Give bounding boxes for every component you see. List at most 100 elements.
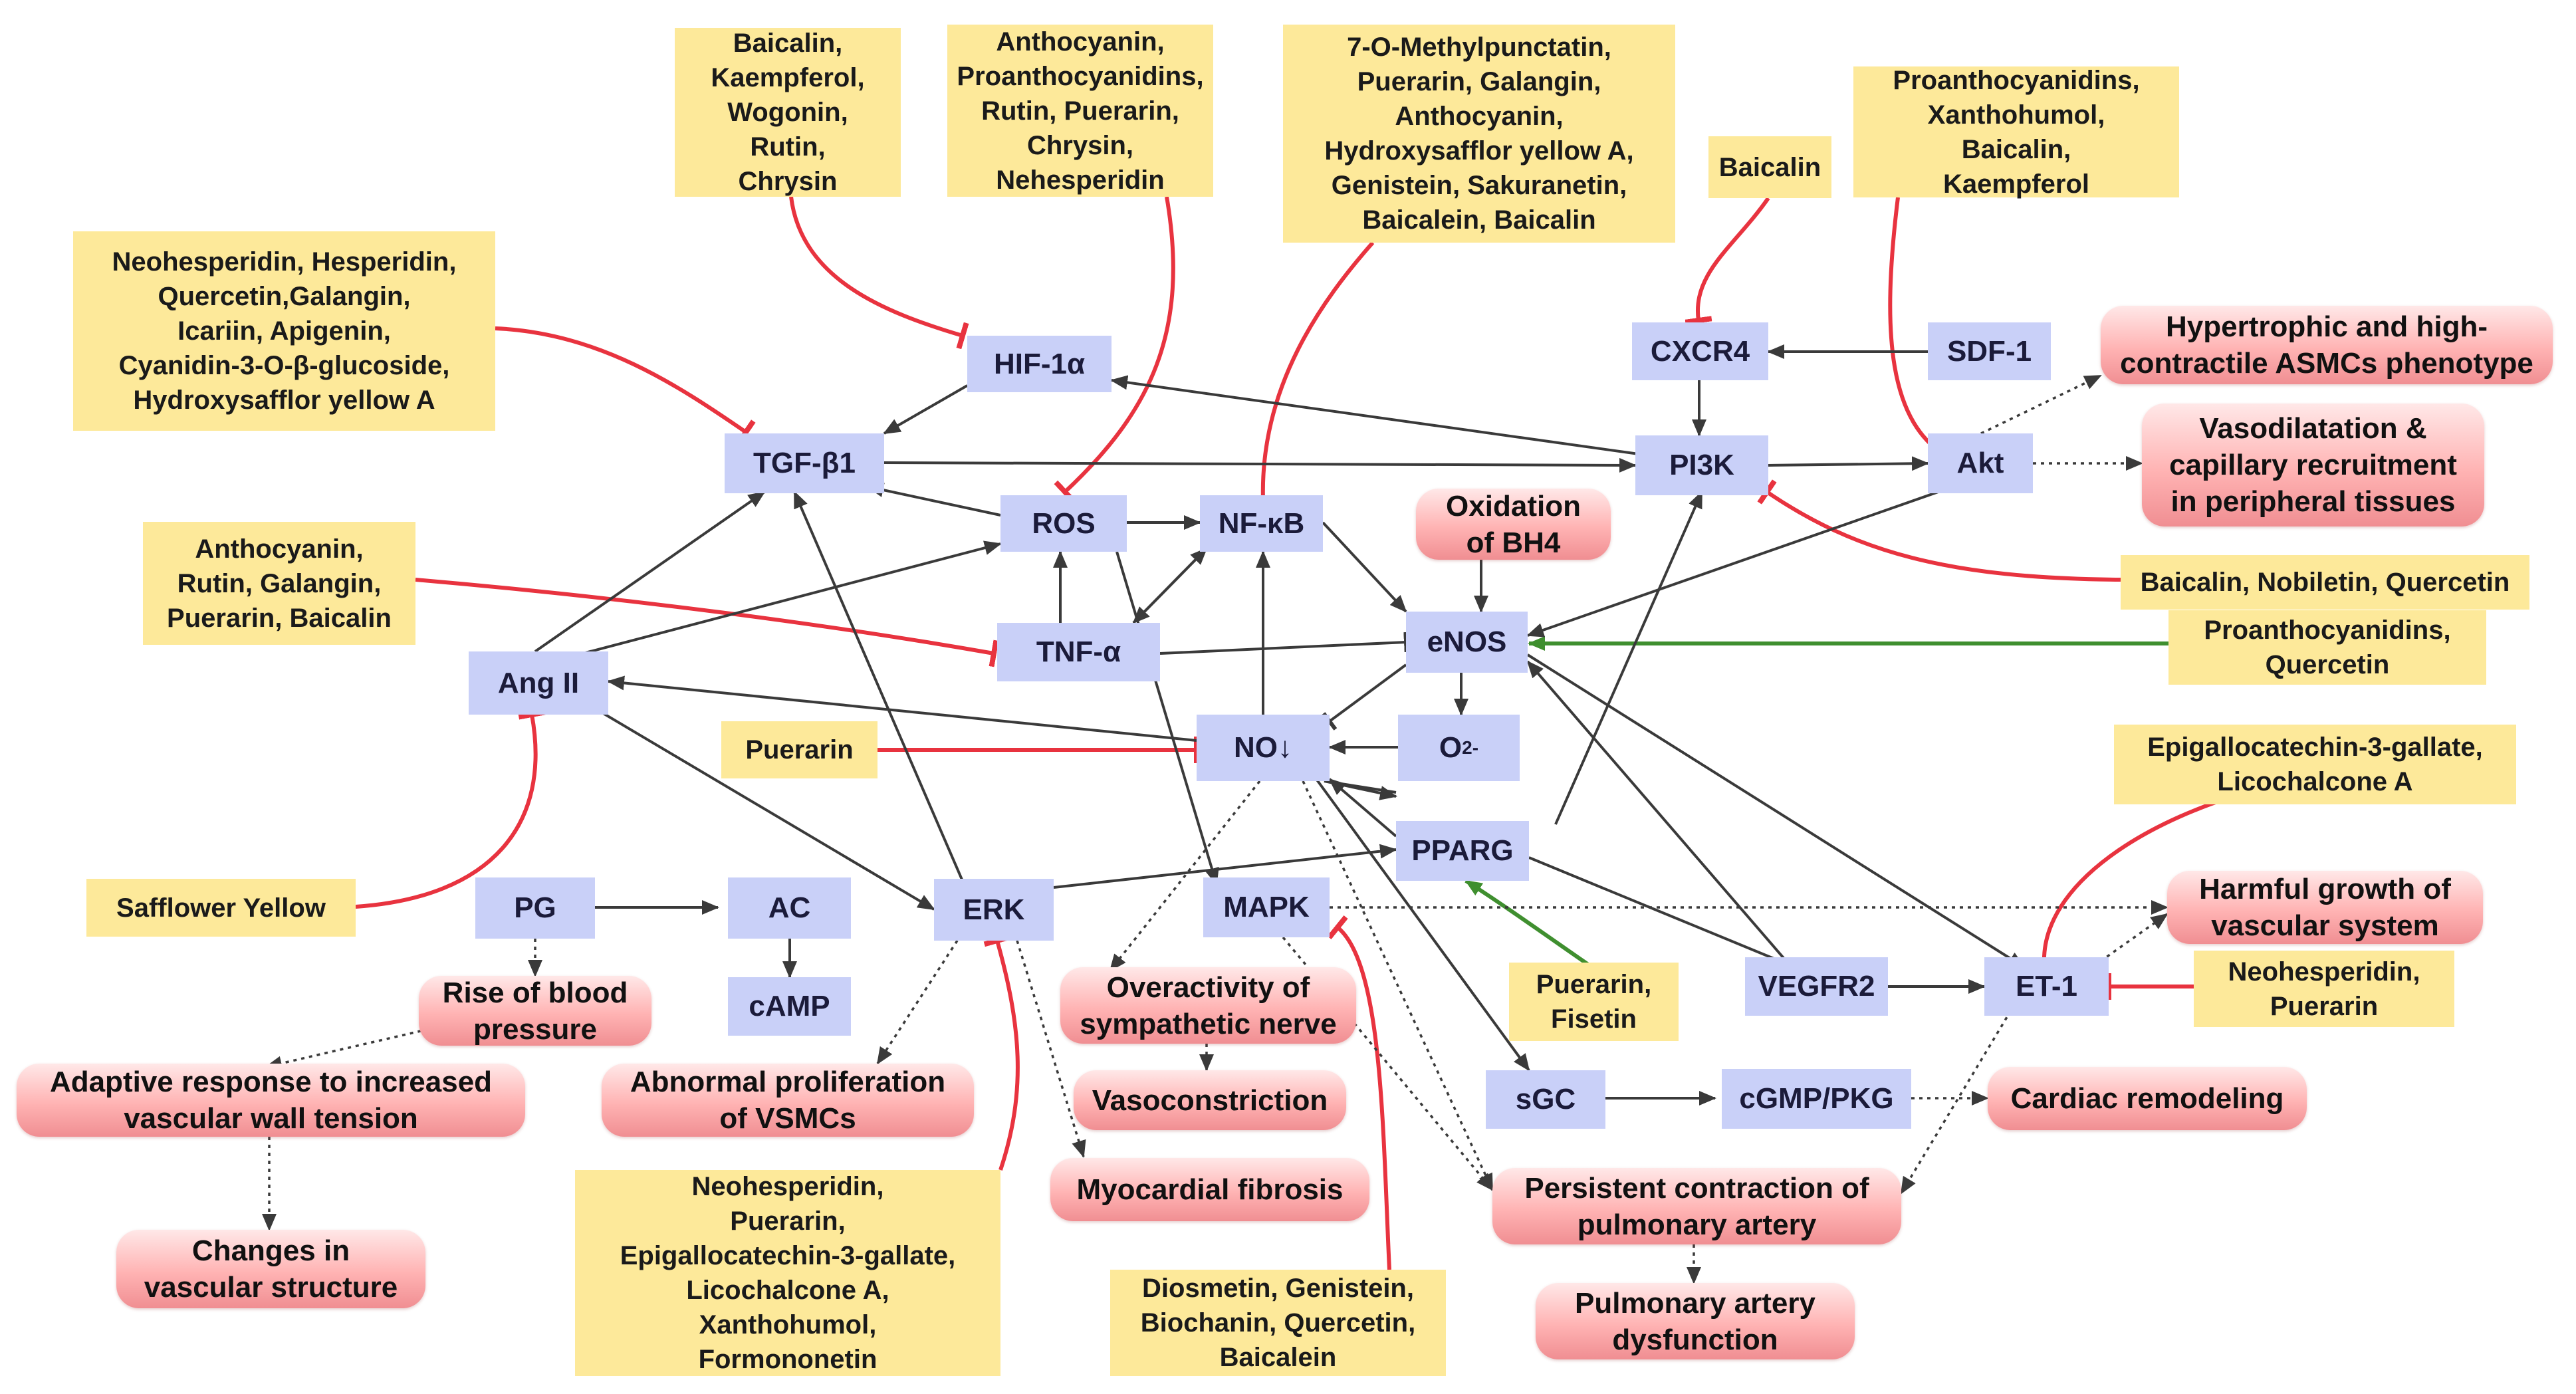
edge-m-pi3k-to-pi3k — [1757, 479, 2121, 582]
edge-m-tnf-to-tnf — [415, 578, 999, 667]
edge-ros-to-tgf — [866, 483, 1001, 517]
node-akt-label: Akt — [1956, 447, 2004, 479]
edge-nfkb-to-tnf — [1132, 547, 1208, 624]
node-no-label: NO↓ — [1234, 731, 1292, 764]
node-cxcr4: CXCR4 — [1632, 322, 1768, 380]
promotion-edges — [1464, 636, 2168, 969]
node-pg-label: PG — [514, 891, 556, 924]
outcome-cardiac-label: Cardiac remodeling — [2010, 1082, 2284, 1115]
molecule-list-tnf: Anthocyanin, Rutin, Galangin, Puerarin, … — [167, 534, 392, 633]
node-sdf-1-label: SDF-1 — [1946, 334, 2032, 368]
edge-erk-to-tgf — [793, 491, 965, 885]
edge-erk-to-prolif — [876, 940, 959, 1065]
outcome-prolif: Abnormal proliferation of VSMCs — [602, 1064, 974, 1137]
node-nf-kb: NF-κB — [1200, 495, 1323, 552]
edge-et1-to-pcpa — [1900, 1010, 2012, 1195]
edge-m-tgf-to-tgf — [495, 326, 756, 445]
edge-enos-to-no — [1322, 663, 1407, 731]
outcome-pad: Pulmonary artery dysfunction — [1536, 1283, 1855, 1359]
node-vegfr2: VEGFR2 — [1745, 957, 1888, 1016]
molecule-list-ros: Anthocyanin, Proanthocyanidins, Rutin, P… — [957, 27, 1204, 195]
molecule-box-tnf: Anthocyanin, Rutin, Galangin, Puerarin, … — [143, 522, 415, 645]
edge-hif-to-tgf — [883, 384, 968, 435]
molecule-box-enos: Proanthocyanidins, Quercetin — [2168, 610, 2486, 685]
edge-vegfr2-to-enos — [1526, 660, 1793, 969]
molecule-list-et1: Neohesperidin, Puerarin — [2228, 957, 2420, 1021]
outcome-vstruct: Changes in vascular structure — [116, 1230, 425, 1308]
edge-angii-to-tgf — [534, 491, 766, 653]
edge-tnf-to-enos — [1159, 632, 1409, 655]
node-hif-1a-label: HIF-1α — [993, 347, 1086, 380]
node-tgf-b1-label: TGF-β1 — [753, 447, 856, 479]
outcome-symp-label: Overactivity of sympathetic nerve — [1080, 971, 1337, 1040]
node-sgc-label: sGC — [1515, 1083, 1576, 1115]
edge-pparg-to-pi3k — [1554, 491, 1703, 825]
outcome-vstruct-label: Changes in vascular structure — [144, 1234, 398, 1304]
molecule-list-angii: Safflower Yellow — [116, 893, 326, 923]
node-ros-label: ROS — [1032, 507, 1096, 540]
molecule-list-pi3k: Baicalin, Nobiletin, Quercetin — [2140, 568, 2510, 597]
edge-m-mapk-to-mapk — [1327, 915, 1391, 1270]
edge-no-to-sgc — [1312, 773, 1530, 1072]
edge-tgf-to-pi3k — [883, 457, 1637, 473]
node-o2-superscript: 2- — [1462, 737, 1479, 758]
molecule-box-ros: Anthocyanin, Proanthocyanidins, Rutin, P… — [947, 25, 1213, 197]
node-pg: PG — [475, 877, 595, 939]
node-tgf-b1: TGF-β1 — [725, 433, 884, 493]
edge-akt-to-enos — [1526, 487, 1948, 638]
edge-enos-to-et1 — [1526, 653, 2026, 969]
outcome-vasocon: Vasoconstriction — [1074, 1070, 1346, 1130]
outcome-asmc: Hypertrophic and high- contractile ASMCs… — [2101, 306, 2553, 384]
node-cgmp-pkg: cGMP/PKG — [1722, 1069, 1911, 1129]
node-cxcr4-label: CXCR4 — [1650, 334, 1750, 368]
outcome-adaptive: Adaptive response to increased vascular … — [17, 1064, 525, 1137]
node-camp-label: cAMP — [749, 990, 830, 1022]
node-pi3k-label: PI3K — [1669, 449, 1734, 481]
node-no: NO↓ — [1197, 715, 1330, 781]
node-enos-label: eNOS — [1427, 626, 1507, 658]
molecule-list-no: Puerarin — [745, 735, 854, 764]
edge-m-pparg-to-pparg — [1464, 879, 1593, 969]
node-pparg: PPARG — [1396, 821, 1529, 881]
outcome-prolif-label: Abnormal proliferation of VSMCs — [630, 1066, 946, 1135]
outcome-pad-label: Pulmonary artery dysfunction — [1575, 1286, 1815, 1356]
edge-m-angii-to-angii — [355, 709, 546, 909]
outcome-vasodil-label: Vasodilatation & capillary recruitment i… — [2169, 412, 2457, 518]
node-sgc: sGC — [1486, 1070, 1605, 1129]
outcome-bp: Rise of blood pressure — [419, 976, 651, 1046]
molecule-list-et1-top: Epigallocatechin-3-gallate, Licochalcone… — [2147, 733, 2483, 796]
outcome-myo: Myocardial fibrosis — [1050, 1158, 1369, 1221]
edge-m-cxcr4-to-cxcr4 — [1685, 197, 1770, 325]
edge-pparg-to-no — [1328, 778, 1397, 838]
node-hif-1a: HIF-1α — [967, 336, 1112, 392]
edge-m-ros-to-ros — [1054, 196, 1175, 504]
edge-mapk-to-pcpa — [1282, 936, 1494, 1191]
molecule-box-nfkb: 7-O-Methylpunctatin, Puerarin, Galangin,… — [1283, 25, 1675, 243]
outcome-pcpa: Persistent contraction of pulmonary arte… — [1492, 1168, 1901, 1244]
outcome-cardiac: Cardiac remodeling — [1988, 1067, 2307, 1130]
molecule-list-tgf: Neohesperidin, Hesperidin, Quercetin,Gal… — [112, 247, 457, 415]
edge-ros-to-mapk — [1115, 551, 1219, 885]
node-pi3k: PI3K — [1635, 435, 1768, 495]
outcome-symp: Overactivity of sympathetic nerve — [1060, 967, 1356, 1044]
molecule-list-hif: Baicalin, Kaempferol, Wogonin, Rutin, Ch… — [711, 29, 865, 196]
outcome-bp-label: Rise of blood pressure — [442, 976, 628, 1046]
node-ang-ii-label: Ang II — [497, 666, 580, 699]
molecule-box-angii: Safflower Yellow — [86, 879, 356, 937]
node-akt: Akt — [1928, 433, 2033, 493]
edge-pi3k-to-hif — [1110, 375, 1639, 455]
node-sdf-1: SDF-1 — [1928, 322, 2051, 380]
molecule-box-et1-top: Epigallocatechin-3-gallate, Licochalcone… — [2114, 725, 2516, 804]
node-ac: AC — [728, 877, 851, 939]
node-cgmp-pkg-label: cGMP/PKG — [1739, 1082, 1894, 1115]
edge-no-to-angii — [607, 675, 1197, 742]
edge-no-to-symp — [1109, 780, 1261, 972]
node-erk-label: ERK — [963, 893, 1025, 926]
node-pparg-label: PPARG — [1411, 834, 1514, 867]
outcome-edges — [262, 374, 2168, 1284]
outcome-vasodil: Vasodilatation & capillary recruitment i… — [2142, 404, 2484, 526]
edge-nfkb-to-enos — [1322, 521, 1407, 613]
molecule-list-pparg: Puerarin, Fisetin — [1536, 970, 1652, 1034]
